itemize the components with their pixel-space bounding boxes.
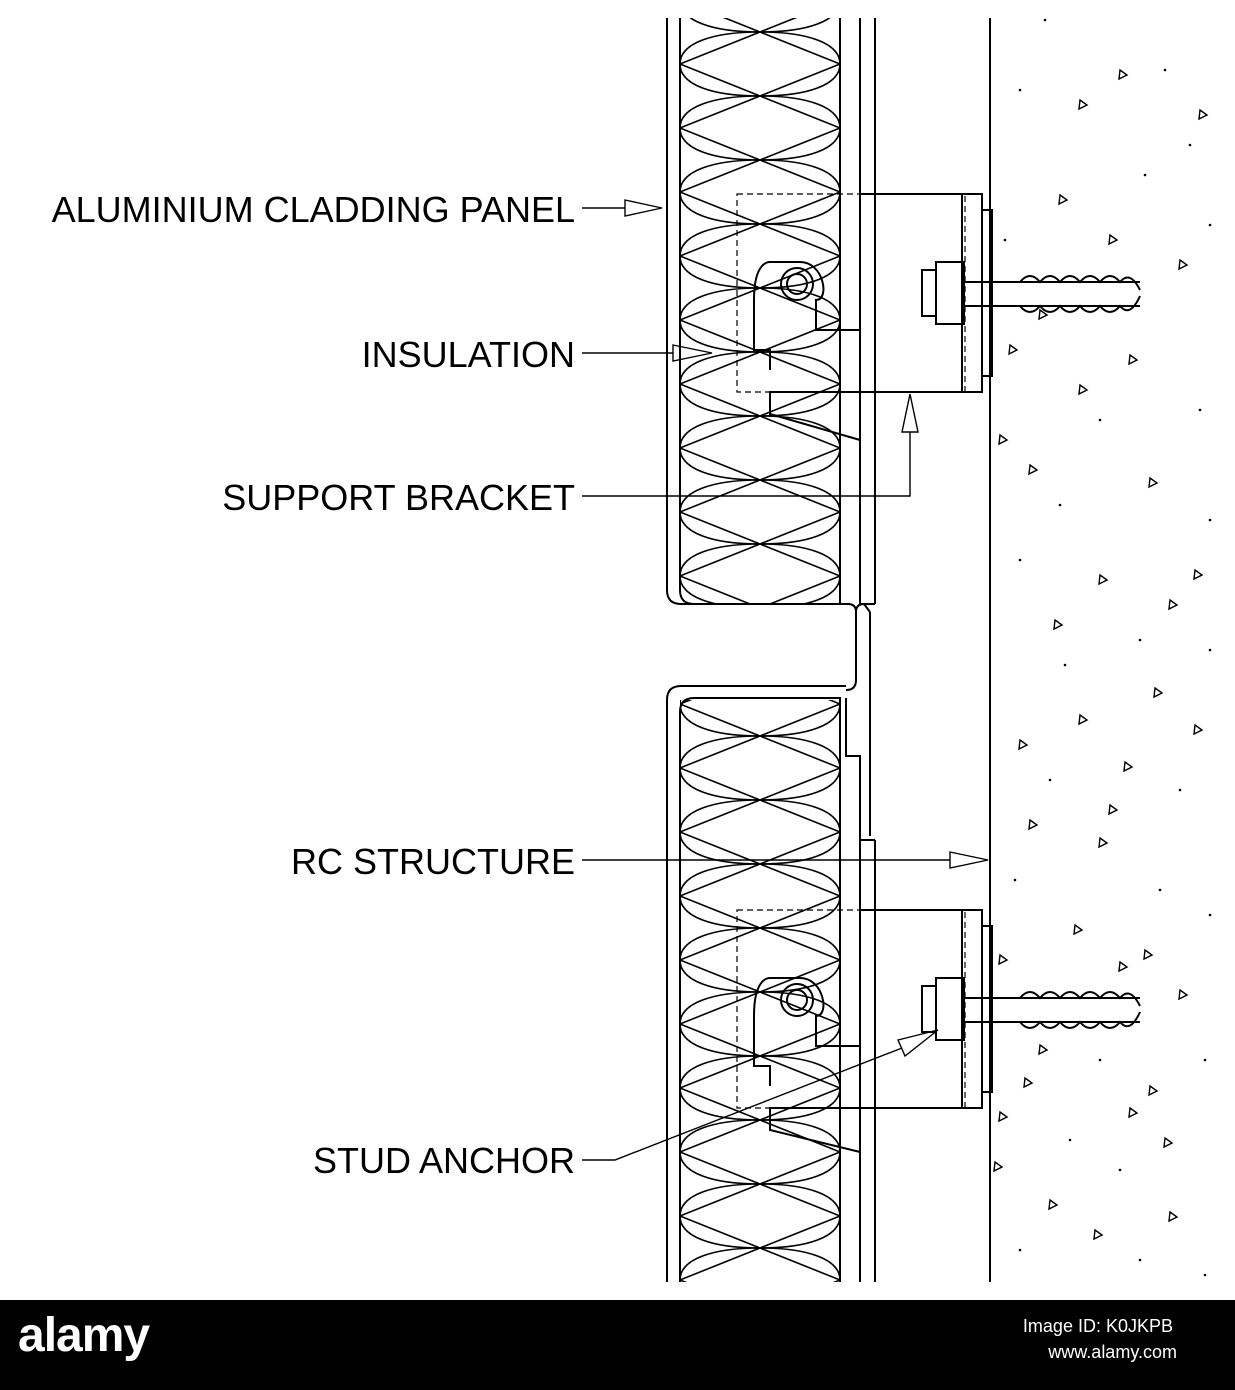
upper-support-bracket [736, 193, 1141, 441]
label-aluminium-cladding-panel: ALUMINIUM CLADDING PANEL [51, 189, 575, 230]
lower-support-bracket [736, 909, 1141, 1153]
cladding-section-drawing [582, 18, 1212, 1282]
label-support-bracket: SUPPORT BRACKET [222, 477, 575, 518]
lower-cladding-panel [666, 685, 876, 1282]
concrete-dots [1003, 18, 1212, 1277]
label-insulation: INSULATION [361, 334, 575, 375]
site-url-text: www.alamy.com [1048, 1342, 1177, 1362]
label-stud-anchor: STUD ANCHOR [312, 1140, 575, 1181]
alamy-logo: alamy [18, 1309, 150, 1362]
concrete-aggregate [993, 68, 1209, 1241]
upper-cladding-panel [666, 18, 876, 613]
leader-lines [582, 199, 989, 1161]
label-rc-structure: RC STRUCTURE [291, 841, 575, 882]
watermark-footer: alamy Image ID: K0JKPB www.alamy.com [0, 1300, 1235, 1390]
image-id-text: Image ID: K0JKPB [1022, 1316, 1173, 1336]
panel-joint-flange [845, 602, 871, 836]
